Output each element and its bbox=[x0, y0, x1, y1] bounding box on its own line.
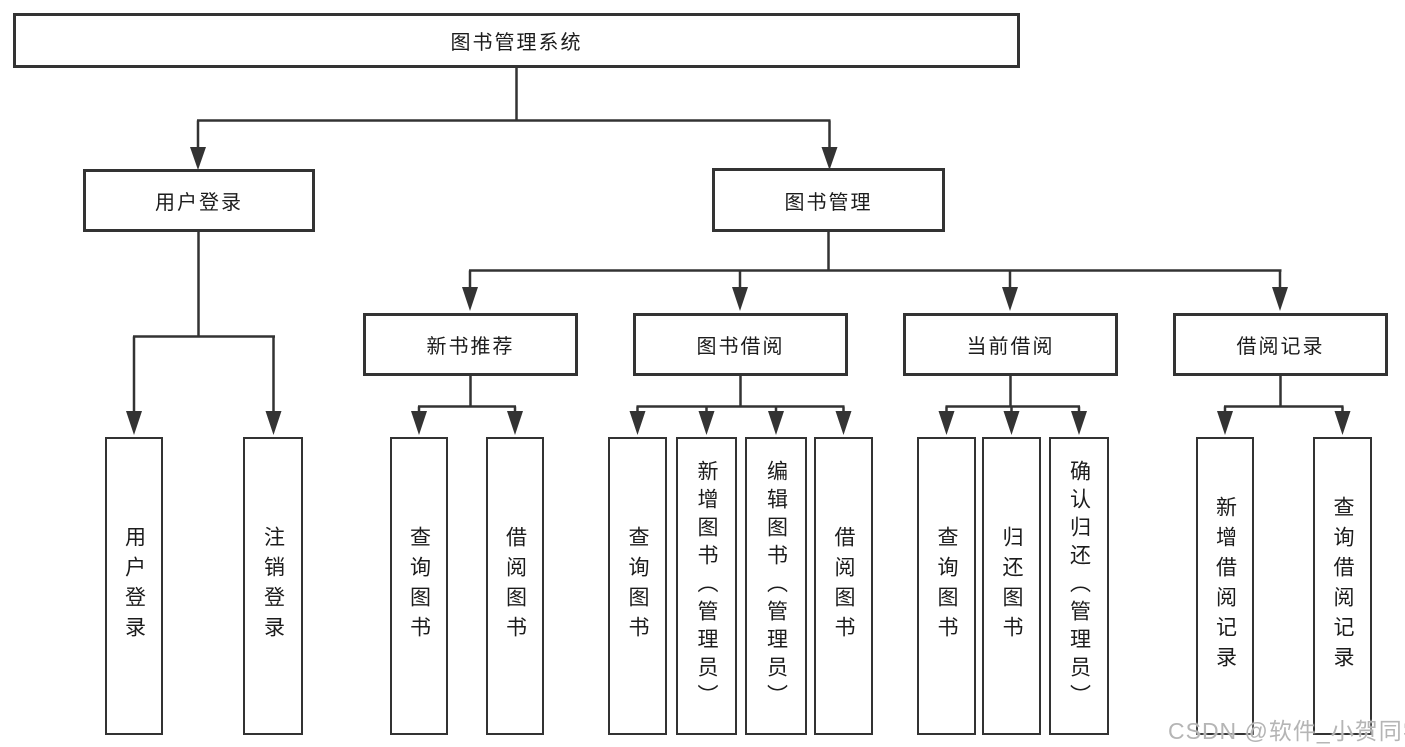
leaf-confirm-return-admin: 确认归还（管理员） bbox=[1049, 437, 1109, 735]
node-new-book-recommendation: 新书推荐 bbox=[363, 313, 578, 376]
node-current-borrowing: 当前借阅 bbox=[903, 313, 1118, 376]
leaf-query-books-current: 查询图书 bbox=[917, 437, 976, 735]
node-book-management: 图书管理 bbox=[712, 168, 945, 232]
leaf-return-books: 归还图书 bbox=[982, 437, 1041, 735]
leaf-add-book-admin: 新增图书（管理员） bbox=[676, 437, 737, 735]
leaf-edit-book-admin: 编辑图书（管理员） bbox=[745, 437, 807, 735]
leaf-query-books-borrow: 查询图书 bbox=[608, 437, 667, 735]
leaf-user-login: 用户登录 bbox=[105, 437, 163, 735]
node-library-management-system: 图书管理系统 bbox=[13, 13, 1020, 68]
csdn-watermark: CSDN @软件_小贺同学 bbox=[1168, 718, 1405, 744]
leaf-query-borrow-record: 查询借阅记录 bbox=[1313, 437, 1372, 735]
leaf-query-books-recommend: 查询图书 bbox=[390, 437, 448, 735]
node-user-login: 用户登录 bbox=[83, 169, 315, 232]
node-book-borrowing: 图书借阅 bbox=[633, 313, 848, 376]
node-borrowing-records: 借阅记录 bbox=[1173, 313, 1388, 376]
leaf-borrow-books-recommend: 借阅图书 bbox=[486, 437, 544, 735]
leaf-logout: 注销登录 bbox=[243, 437, 303, 735]
leaf-borrow-books-borrow: 借阅图书 bbox=[814, 437, 873, 735]
leaf-add-borrow-record: 新增借阅记录 bbox=[1196, 437, 1254, 735]
